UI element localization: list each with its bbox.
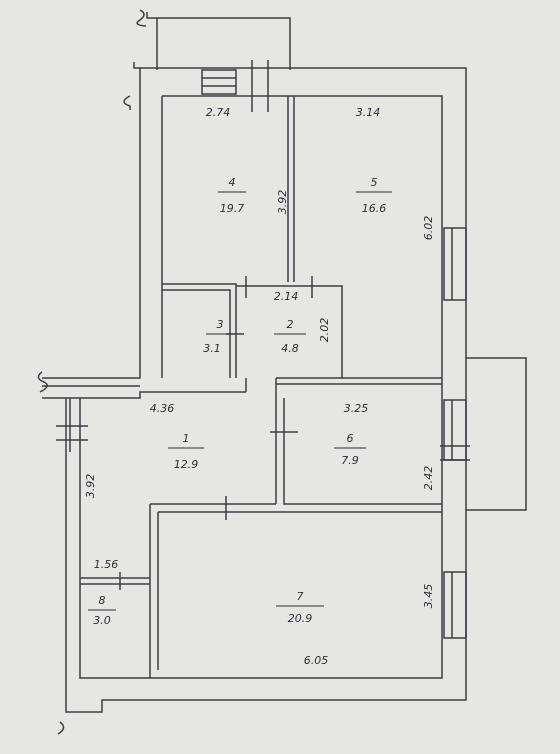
room-7-number: 7 [297,590,304,603]
room-3-area: 3.1 [203,342,221,355]
break-mark-top [136,9,147,27]
loggia-outline [466,357,527,511]
window-east-room5 [443,227,467,301]
room-3-number: 3 [217,318,224,331]
dim-hall-width: 4.36 [150,402,175,415]
window-east-room7 [443,571,467,639]
dim-room7-width: 6.05 [304,654,329,667]
dim-partition-4-5: 3.92 [276,190,289,215]
wall-north-hall [42,391,246,399]
dim-room4-width: 2.74 [206,106,231,119]
wall-room6-inner [283,398,442,505]
dim-room2-depth: 2.02 [318,318,331,343]
break-mark-left [123,95,131,110]
wall-room3-inner [162,289,231,378]
room-6-number: 6 [347,432,354,445]
room-4-area: 19.7 [220,202,245,215]
room-1-area: 12.9 [174,458,199,471]
exterior-wall-outer [65,67,467,713]
dim-west-wall-hall: 3.92 [84,474,97,499]
dim-room8-width: 1.56 [94,558,119,571]
walls [37,9,527,735]
room-8-area: 3.0 [93,614,111,627]
dim-room6-width: 3.25 [344,402,369,415]
room-4-number: 4 [229,176,236,189]
break-mark-bottom [57,721,65,735]
room-labels: 4 19.7 5 16.6 3 3.1 2 4.8 1 12.9 6 7.9 7… [88,176,392,627]
dimension-labels: 2.74 3.14 3.92 6.02 2.14 2.02 4.36 3.25 … [84,106,435,667]
room-5-number: 5 [371,176,378,189]
wall-room2 [236,285,343,378]
room-7-area: 20.9 [288,612,313,625]
room-6-area: 7.9 [341,454,359,467]
balcony-outline [146,12,291,70]
room-2-number: 2 [287,318,294,331]
dim-room5-width: 3.14 [356,106,381,119]
dim-room7-depth: 3.45 [422,584,435,609]
dim-east-wall-upper: 6.02 [422,216,435,241]
room-5-area: 16.6 [362,202,387,215]
window-top-left [201,69,237,95]
room-8-number: 8 [99,594,106,607]
room-2-area: 4.8 [281,342,299,355]
break-mark-mid [37,371,48,393]
wall-room3 [162,283,237,378]
dim-room6-depth: 2.42 [422,466,435,491]
dim-corridor-width: 2.14 [274,290,299,303]
room-1-number: 1 [183,432,190,445]
